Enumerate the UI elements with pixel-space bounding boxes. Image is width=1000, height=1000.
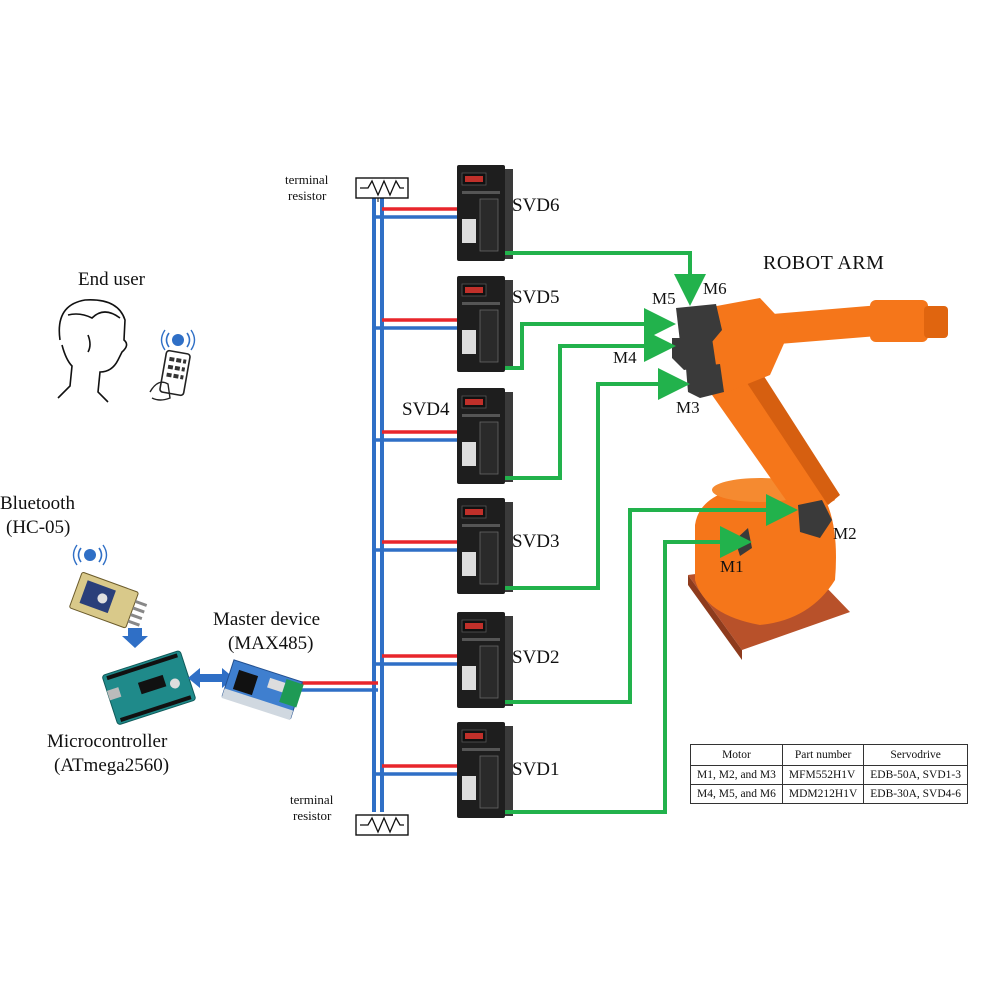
table-cell: M1, M2, and M3 <box>690 765 783 785</box>
cable-svd2-m2 <box>505 494 798 704</box>
cable-svd5-m5 <box>505 308 676 370</box>
svd2-label: SVD2 <box>512 647 560 668</box>
microcontroller-label: Microcontroller <box>47 731 168 752</box>
microcontroller-model-label: (ATmega2560) <box>54 755 170 776</box>
servodrive-icon <box>457 612 513 708</box>
servodrive-group <box>457 165 513 818</box>
cable-svd4-m4 <box>505 330 676 480</box>
motor-m4-label: M4 <box>613 348 637 367</box>
bluetooth-wireless-icon <box>72 544 108 566</box>
terminal-resistor-bottom-label-2: resistor <box>293 808 332 823</box>
table-cell: EDB-30A, SVD4-6 <box>863 784 969 804</box>
servodrive-icon <box>457 498 513 594</box>
bluetooth-label: Bluetooth <box>0 493 75 514</box>
bluetooth-model-label: (HC-05) <box>6 517 71 538</box>
motor-m3-label: M3 <box>676 398 700 417</box>
svd6-label: SVD6 <box>512 195 560 216</box>
terminal-resistor-top <box>355 177 409 202</box>
motor-m1-label: M1 <box>720 557 744 576</box>
servodrive-icon <box>457 388 513 484</box>
end-user-label: End user <box>78 269 146 290</box>
motor-m6-label: M6 <box>703 279 727 298</box>
table-header-motor: Motor <box>690 744 783 766</box>
table-header-servodrive: Servodrive <box>863 744 969 766</box>
terminal-resistor-top-label-2: resistor <box>288 188 327 203</box>
arrow-down-icon <box>122 628 148 648</box>
master-bus-link <box>290 681 378 692</box>
table-cell: MFM552H1V <box>781 765 865 785</box>
robot-arm-title: ROBOT ARM <box>763 252 885 274</box>
table-cell: EDB-50A, SVD1-3 <box>863 765 969 785</box>
master-device-label: Master device <box>213 609 321 630</box>
cable-svd6-m6 <box>505 251 706 306</box>
terminal-resistor-bottom <box>355 814 409 836</box>
cable-svd1-m1 <box>505 526 752 814</box>
serial-link-arrow <box>188 668 234 688</box>
table-header-part-number: Part number <box>781 744 865 766</box>
max485-module-icon <box>221 659 304 721</box>
motor-cables <box>505 251 798 814</box>
servodrive-icon <box>457 165 513 261</box>
bluetooth-module-icon <box>69 571 148 629</box>
bluetooth-wireless-icon <box>160 329 196 351</box>
table-cell: MDM212H1V <box>781 784 865 804</box>
servodrive-icon <box>457 722 513 818</box>
smartphone-icon <box>149 349 191 401</box>
svd5-label: SVD5 <box>512 287 560 308</box>
robot-arm-icon <box>672 298 948 660</box>
person-icon <box>57 299 128 403</box>
svd3-label: SVD3 <box>512 531 560 552</box>
motor-m5-label: M5 <box>652 289 676 308</box>
svd4-label: SVD4 <box>402 399 450 420</box>
table-row: M1, M2, and M3 MFM552H1V EDB-50A, SVD1-3 <box>690 765 969 785</box>
cable-svd3-m3 <box>505 368 690 590</box>
master-device-model-label: (MAX485) <box>228 633 314 654</box>
arduino-board-icon <box>102 650 196 725</box>
motor-spec-table: Motor Part number Servodrive M1, M2, and… <box>690 744 969 804</box>
terminal-resistor-bottom-label-1: terminal <box>290 792 334 807</box>
terminal-resistor-top-label-1: terminal <box>285 172 329 187</box>
servodrive-icon <box>457 276 513 372</box>
table-header-row: Motor Part number Servodrive <box>690 744 969 766</box>
motor-m2-label: M2 <box>833 524 857 543</box>
table-row: M4, M5, and M6 MDM212H1V EDB-30A, SVD4-6 <box>690 784 969 804</box>
table-cell: M4, M5, and M6 <box>690 784 783 804</box>
svd1-label: SVD1 <box>512 759 560 780</box>
rs485-bus <box>372 198 384 812</box>
